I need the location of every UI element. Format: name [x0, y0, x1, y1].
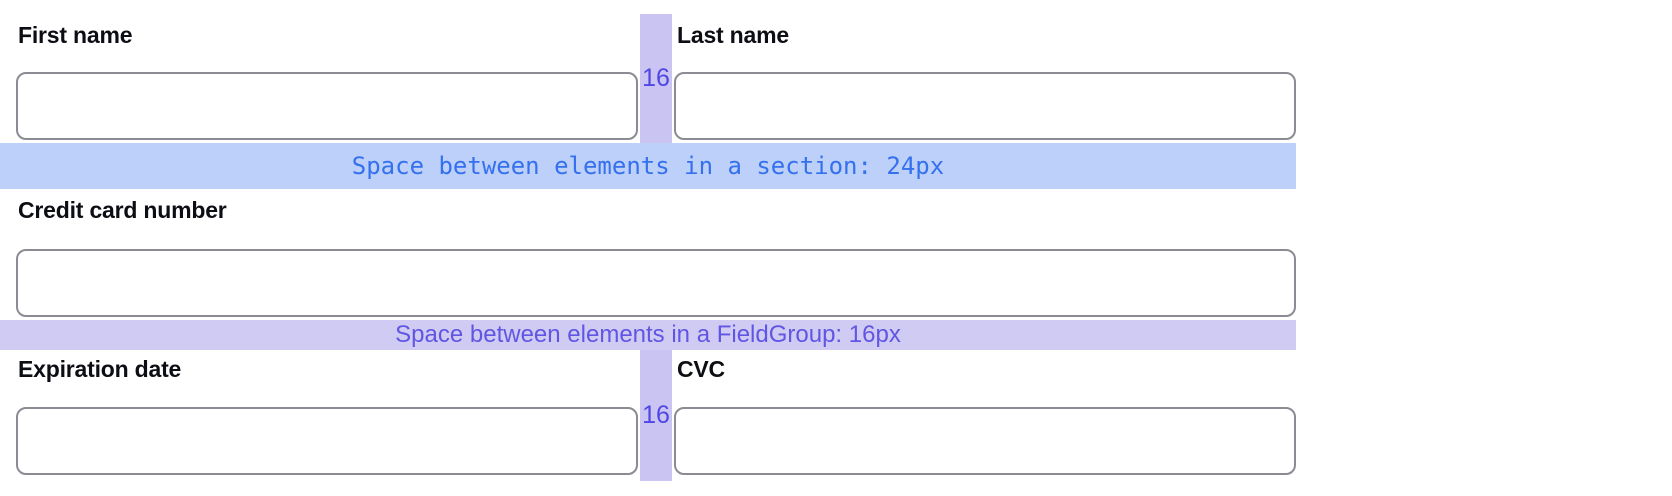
- expiration-date-input[interactable]: [16, 407, 638, 475]
- cvc-label: CVC: [677, 356, 725, 382]
- section-gap-band-label: Space between elements in a section: 24p…: [351, 152, 945, 180]
- column-gap-value-top: 16: [642, 64, 670, 92]
- fieldgroup-gap-band: Space between elements in a FieldGroup: …: [0, 320, 1296, 350]
- column-gap-value-bottom: 16: [642, 401, 670, 429]
- first-name-label: First name: [18, 22, 133, 48]
- credit-card-number-input[interactable]: [16, 249, 1296, 317]
- column-gap-indicator-bottom: 16: [640, 350, 672, 481]
- column-gap-indicator-top: 16: [640, 14, 672, 143]
- cvc-input[interactable]: [674, 407, 1296, 475]
- last-name-label: Last name: [677, 22, 789, 48]
- first-name-input[interactable]: [16, 72, 638, 140]
- fieldgroup-gap-band-label: Space between elements in a FieldGroup: …: [395, 321, 901, 348]
- last-name-input[interactable]: [674, 72, 1296, 140]
- section-gap-band: Space between elements in a section: 24p…: [0, 143, 1296, 189]
- expiration-date-label: Expiration date: [18, 356, 182, 382]
- credit-card-number-label: Credit card number: [18, 197, 227, 223]
